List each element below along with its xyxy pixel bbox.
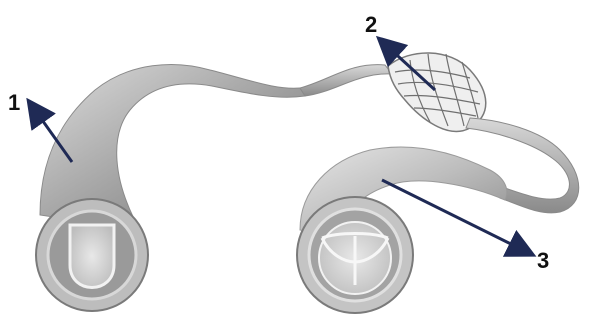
artery bbox=[36, 65, 305, 311]
artery-label: 1 bbox=[8, 90, 20, 115]
vein bbox=[297, 147, 507, 313]
venule bbox=[466, 118, 579, 213]
vein-label: 3 bbox=[537, 248, 549, 273]
capillaries-label: 2 bbox=[365, 12, 377, 37]
arteriole bbox=[300, 65, 392, 96]
artery-lumen bbox=[70, 225, 114, 288]
